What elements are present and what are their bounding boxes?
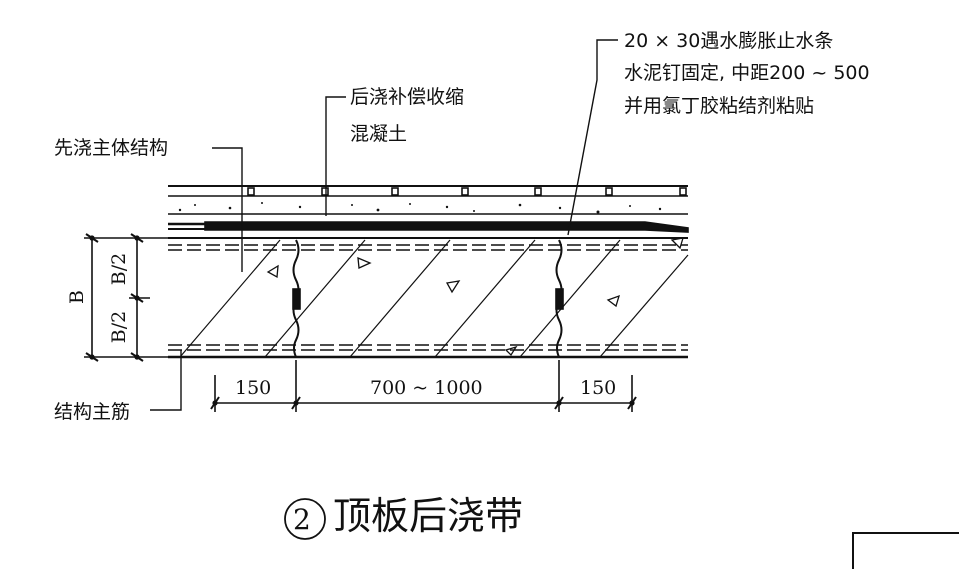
left-waterstop-strip xyxy=(292,288,301,310)
concrete-leader-line xyxy=(325,96,346,216)
main-rebar-leader-line xyxy=(150,350,182,411)
dimension-middle: 700 ~ 1000 xyxy=(370,377,483,399)
main-structure-leader-line xyxy=(212,147,243,272)
concrete-hatching xyxy=(179,239,689,358)
dimension-half-lower: B/2 xyxy=(108,310,130,344)
waterstop-label-line2: 水泥钉固定, 中距200 ~ 500 xyxy=(624,62,870,84)
waterstop-label-line1: 20 × 30遇水膨胀止水条 xyxy=(624,30,834,52)
concrete-label-line2: 混凝土 xyxy=(350,123,408,145)
title-number-circle xyxy=(284,498,326,540)
dimension-right: 150 xyxy=(580,377,617,399)
concrete-label-line1: 后浇补偿收缩 xyxy=(350,86,465,108)
aggregate-marks xyxy=(266,237,684,357)
protective-layer-markers xyxy=(247,187,687,196)
main-rebar-label: 结构主筋 xyxy=(54,401,131,423)
dimension-half-upper: B/2 xyxy=(108,252,130,286)
waterproof-membrane xyxy=(204,221,689,233)
dimension-left: 150 xyxy=(235,377,272,399)
right-waterstop-strip xyxy=(555,288,564,310)
waterstop-label-line3: 并用氯丁胶粘结剂粘贴 xyxy=(624,95,815,117)
dimension-total-height: B xyxy=(66,290,88,304)
waterstop-leader-line xyxy=(567,39,618,236)
drawing-title: 顶板后浇带 xyxy=(333,494,524,538)
screed-speckles xyxy=(178,202,662,214)
main-structure-label: 先浇主体结构 xyxy=(54,137,169,159)
frame-corner xyxy=(852,532,959,569)
title-number: 2 xyxy=(293,503,311,536)
